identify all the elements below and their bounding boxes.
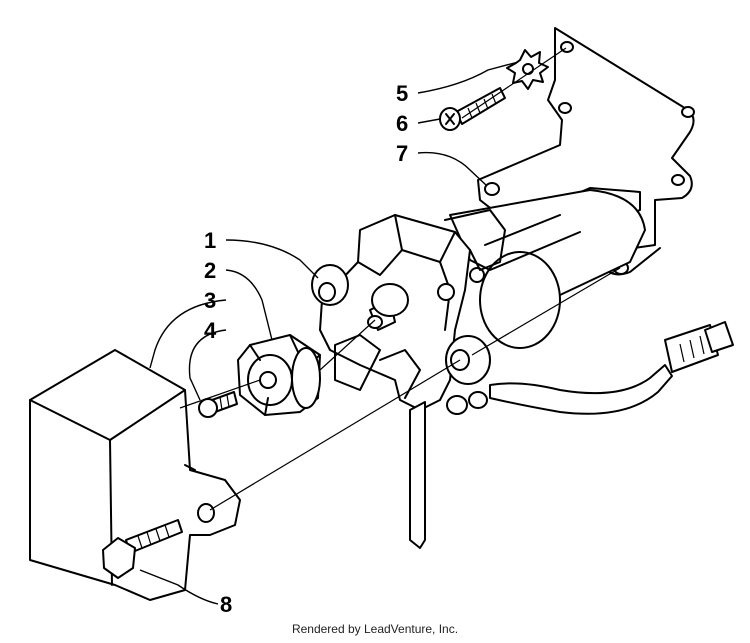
callout-2: 2 (204, 258, 216, 283)
callout-6: 6 (396, 111, 408, 136)
drive-coupling (237, 334, 321, 416)
module-cover (29, 349, 241, 601)
callout-3: 3 (204, 288, 216, 313)
screw (439, 87, 506, 131)
callout-1: 1 (204, 228, 216, 253)
callout-8: 8 (220, 592, 232, 617)
footer-credit: Rendered by LeadVenture, Inc. (291, 622, 459, 636)
wiring-harness (489, 321, 734, 415)
small-bolt (198, 391, 238, 418)
callout-7: 7 (396, 141, 408, 166)
callout-5: 5 (396, 81, 408, 106)
callout-4: 4 (204, 318, 217, 343)
leader-lines (139, 61, 519, 605)
long-bolt (102, 519, 183, 579)
assembly-axis-lines (179, 47, 621, 511)
actuator-motor (311, 189, 646, 549)
